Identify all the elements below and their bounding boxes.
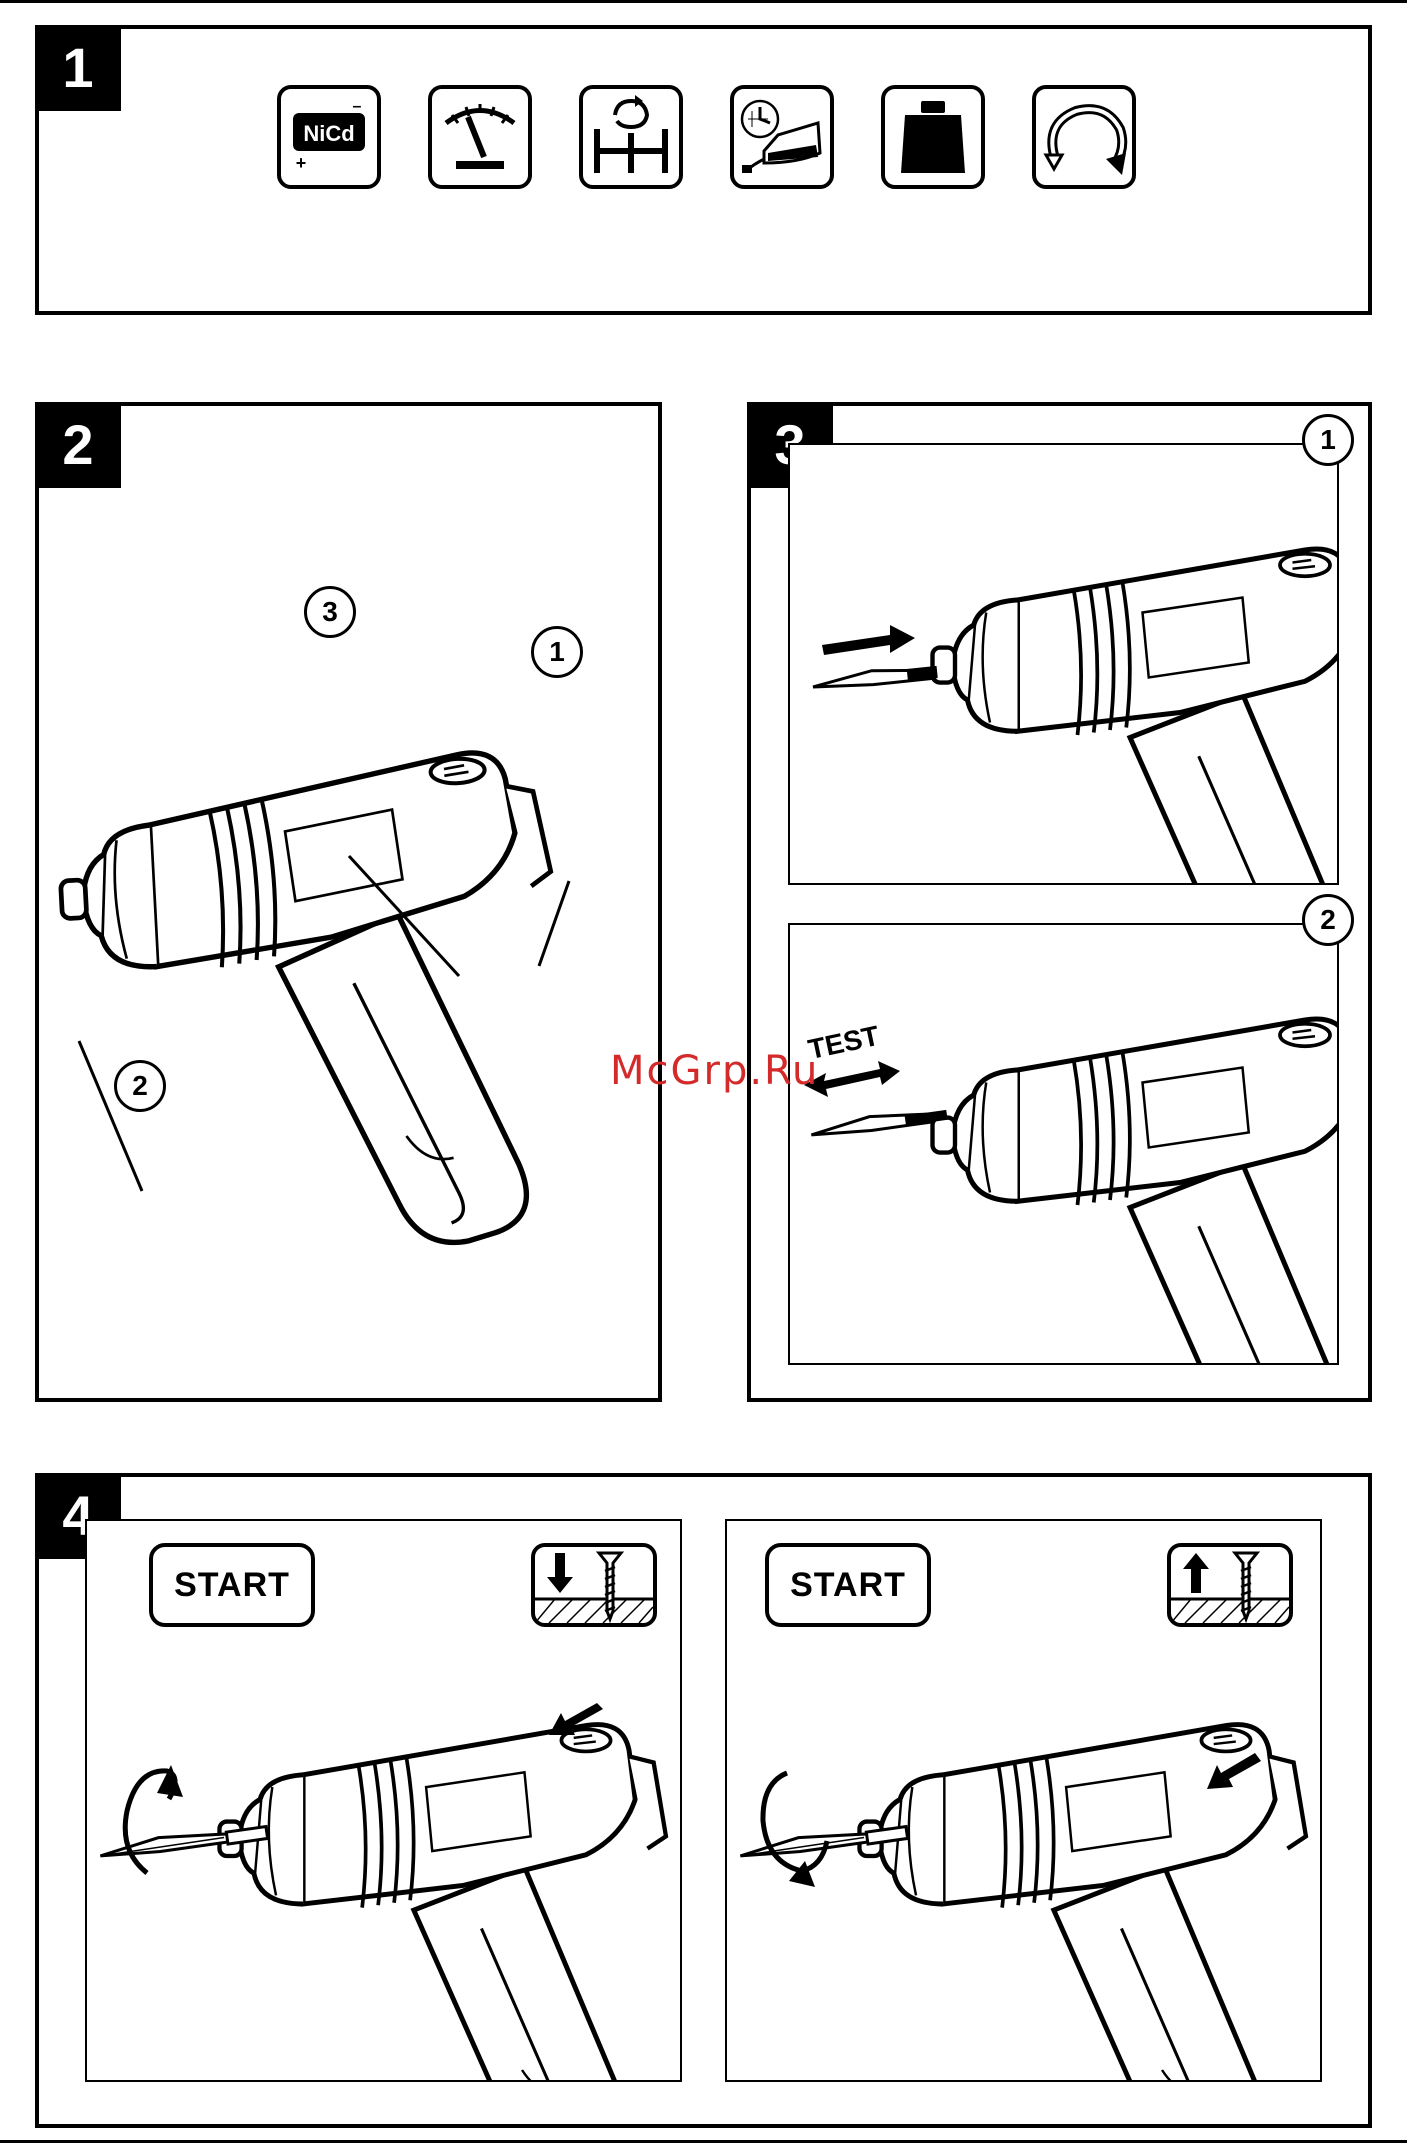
- panel-3: 3 1 TEST 2: [747, 402, 1372, 1402]
- torque-gauge-icon: [428, 85, 532, 189]
- reverse-illustration: [727, 1521, 1322, 2082]
- bit-insert-illustration: [790, 445, 1339, 885]
- top-rule: [0, 0, 1407, 3]
- bottom-rule: [0, 2140, 1407, 2143]
- reverse-rotation-icon: [1032, 85, 1136, 189]
- nicd-minus: –: [353, 98, 362, 115]
- forward-frame: START: [85, 1519, 682, 2082]
- callout-3: 3: [304, 586, 356, 638]
- panel-4: 4 START START: [35, 1473, 1372, 2128]
- watermark: McGrp.Ru: [610, 1048, 819, 1094]
- subframe-1: [788, 443, 1339, 885]
- nicd-plus: +: [296, 153, 307, 173]
- panel-number-1: 1: [35, 25, 121, 111]
- forward-illustration: [87, 1521, 682, 2082]
- subframe-callout-1: 1: [1302, 414, 1354, 466]
- spindle-rotation-icon: [579, 85, 683, 189]
- nicd-label: NiCd: [303, 121, 354, 146]
- subframe-2: TEST: [788, 923, 1339, 1365]
- subframe-callout-2: 2: [1302, 894, 1354, 946]
- callout-2: 2: [114, 1060, 166, 1112]
- panel-2: 2 3 1 2: [35, 402, 662, 1402]
- weight-icon: [881, 85, 985, 189]
- screwdriver-illustration: [49, 706, 649, 1266]
- charging-time-icon: [730, 85, 834, 189]
- nicd-battery-icon: NiCd – +: [277, 85, 381, 189]
- panel-number-2: 2: [35, 402, 121, 488]
- reverse-frame: START: [725, 1519, 1322, 2082]
- panel-1: 1 NiCd – +: [35, 25, 1372, 315]
- bit-test-illustration: [790, 925, 1339, 1365]
- callout-1: 1: [531, 626, 583, 678]
